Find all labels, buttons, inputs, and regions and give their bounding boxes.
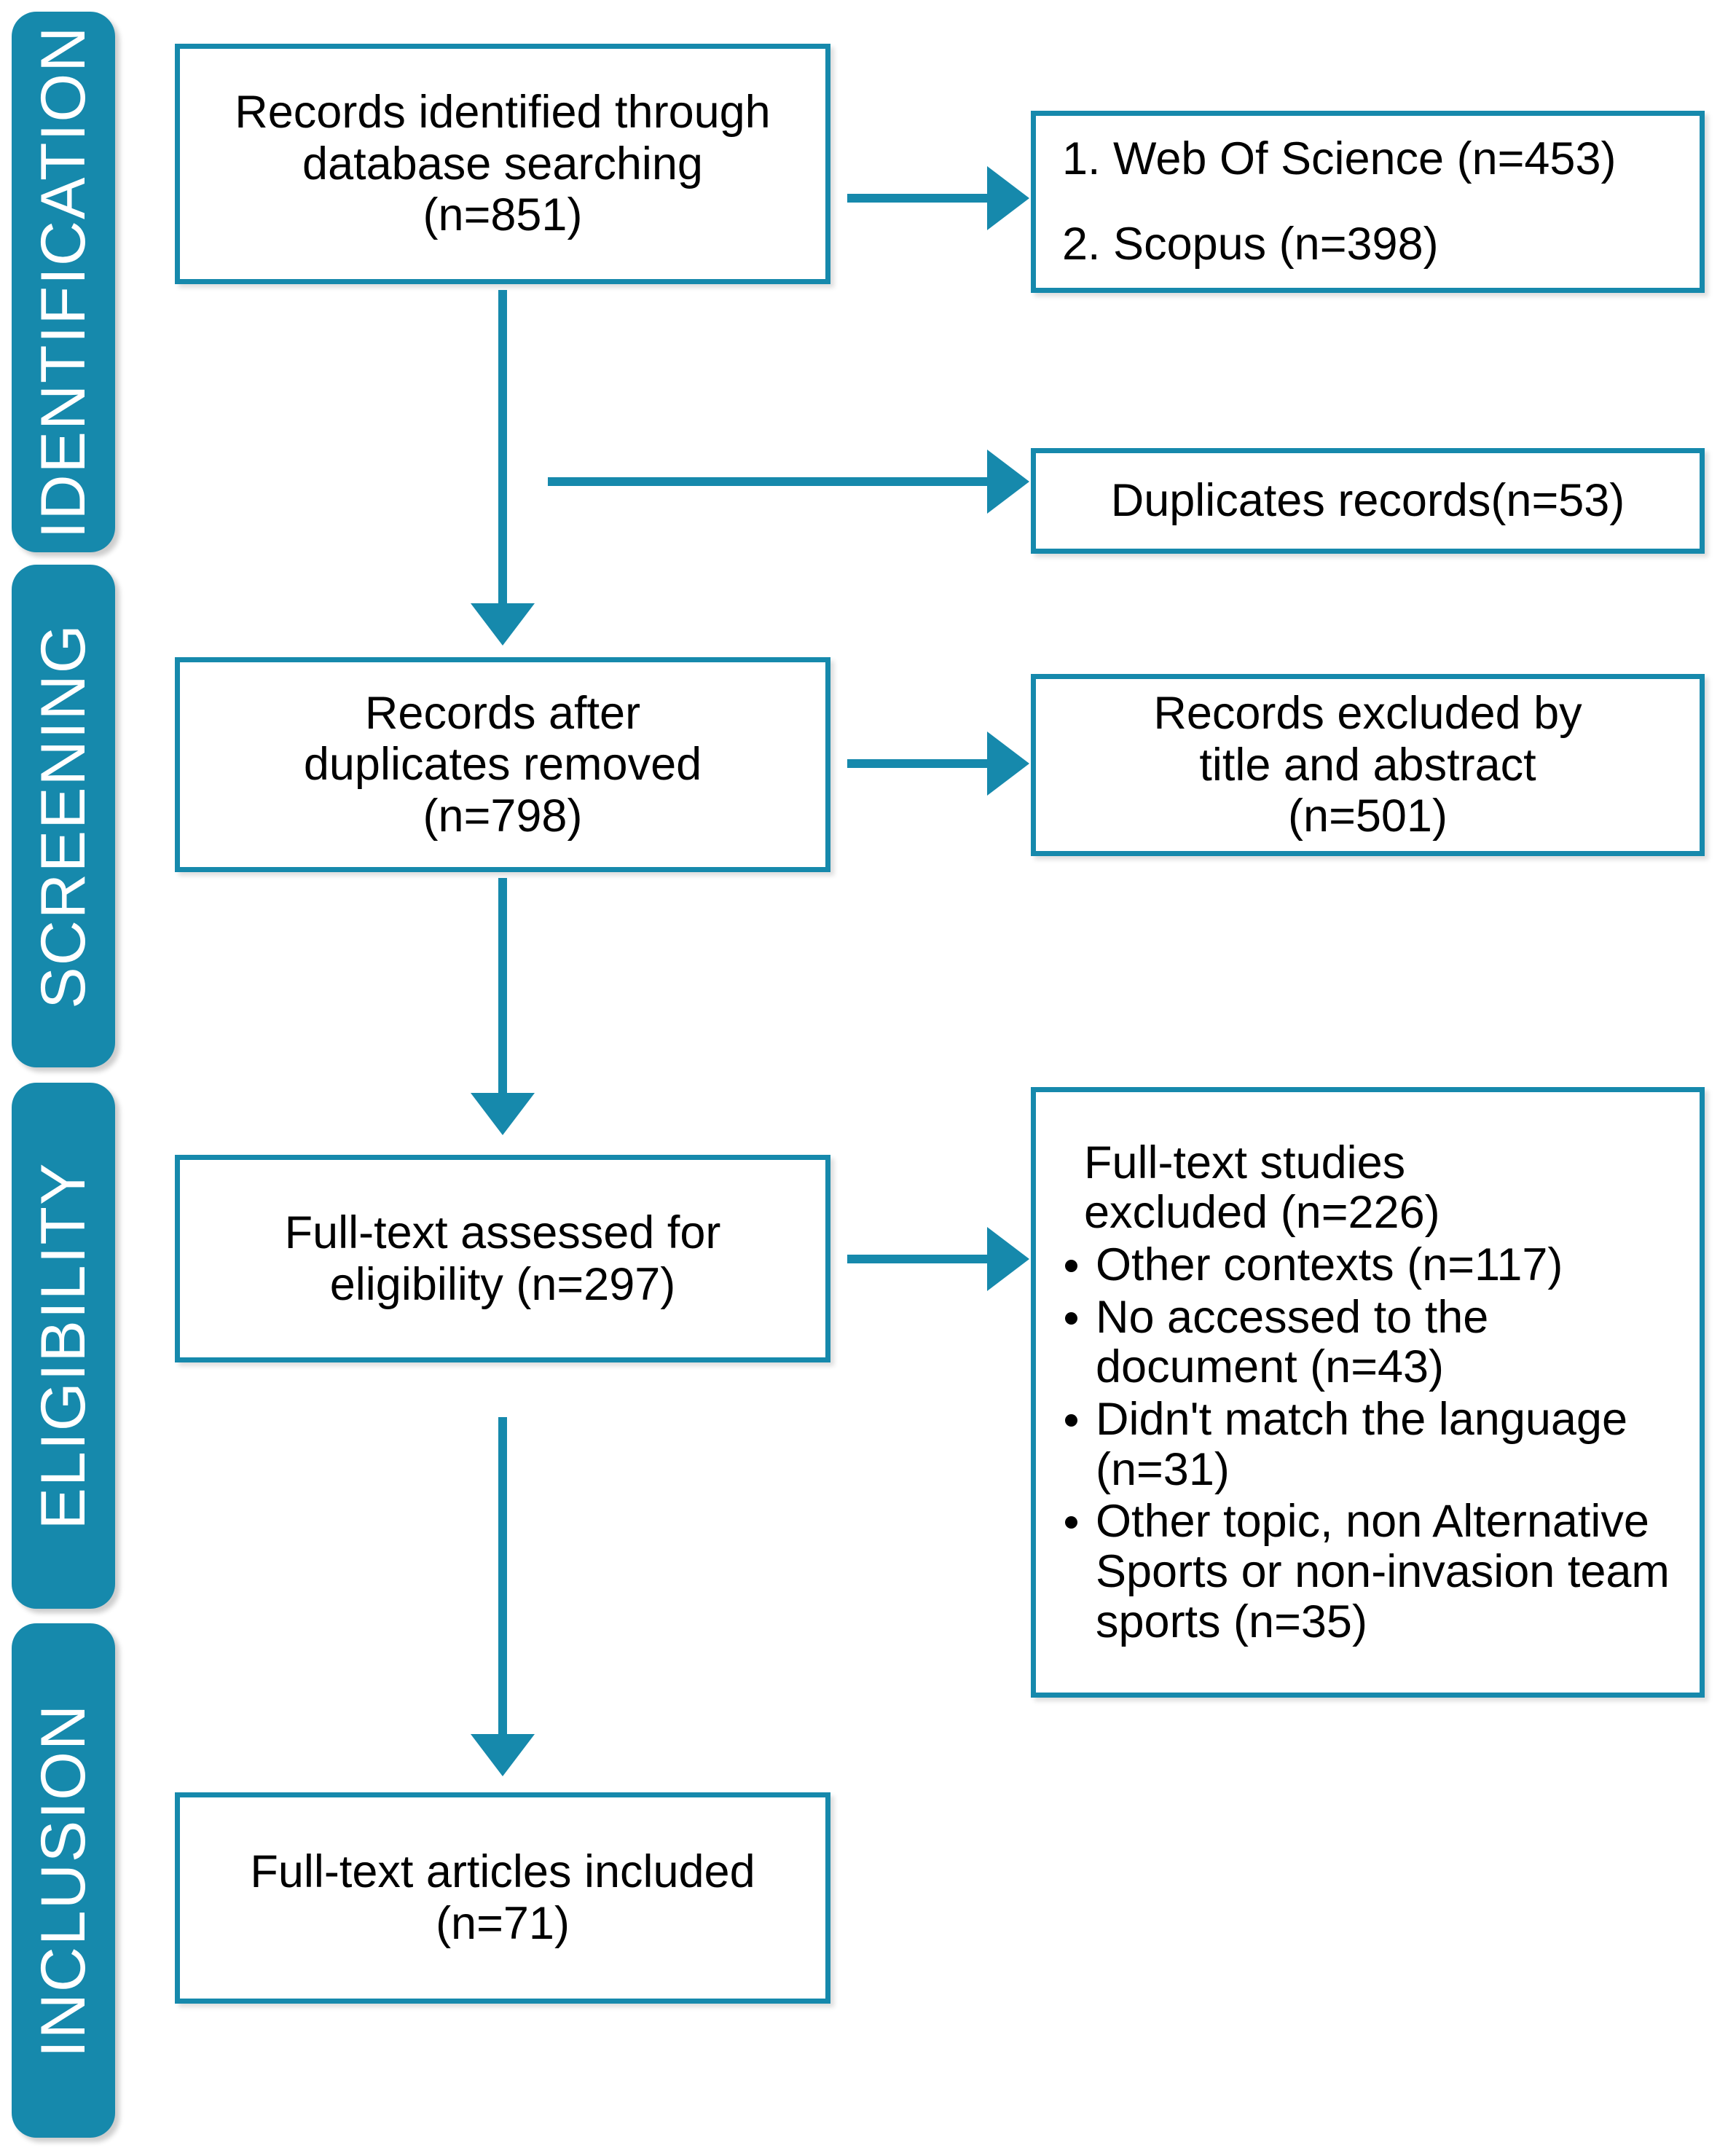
connector-identified-to-after-duplicates-line [498,290,507,607]
list-item-label: Didn't match the language (n=31) [1096,1394,1628,1495]
database-source-list: 1. Web Of Science (n=453) 2. Scopus (n=3… [1036,136,1700,267]
box-fulltext-articles-included-line2: (n=71) [436,1898,570,1949]
box-records-excluded-title-abstract-line3: (n=501) [1288,791,1448,842]
list-item-label: Other topic, non Alternative Sports or n… [1096,1496,1670,1647]
box-fulltext-assessed: Full-text assessed for eligibility (n=29… [175,1155,830,1362]
box-duplicate-records-text: Duplicates records(n=53) [1110,475,1625,527]
box-records-identified-line1: Records identified through [235,87,771,138]
bullet-dot-icon [1065,1516,1077,1529]
stage-tab-identification-label: IDENTIFICATION [28,25,98,539]
box-database-sources: 1. Web Of Science (n=453) 2. Scopus (n=3… [1031,111,1705,293]
arrow-down-icon-fulltext-to-included [471,1734,535,1776]
list-item: Other topic, non Alternative Sports or n… [1062,1497,1700,1647]
box-records-after-duplicates-line3: (n=798) [423,790,583,842]
box-fulltext-studies-excluded: Full-text studies excluded (n=226) Other… [1031,1087,1705,1698]
connector-fulltext-to-excluded-line [847,1255,993,1263]
arrow-right-icon-identified-to-duplicates [987,450,1029,514]
box-records-excluded-title-abstract-line2: title and abstract [1199,739,1536,791]
box-records-after-duplicates-line1: Records after [364,687,641,739]
stage-tab-eligibility: ELIGIBILITY [12,1083,115,1609]
arrow-down-icon-after-duplicates-to-fulltext [471,1093,535,1135]
connector-identified-to-duplicates-line [548,477,991,486]
box-records-identified: Records identified through database sear… [175,44,830,284]
box-records-identified-line2: database searching [302,138,703,189]
list-item: 1. Web Of Science (n=453) [1062,133,1617,184]
box-fulltext-articles-included: Full-text articles included (n=71) [175,1792,830,2004]
stage-tab-screening-label: SCREENING [28,623,98,1009]
box-fulltext-studies-excluded-heading-line1: Full-text studies [1084,1137,1406,1188]
box-records-excluded-title-abstract: Records excluded by title and abstract (… [1031,674,1705,856]
list-item-label: Other contexts (n=117) [1096,1239,1563,1291]
arrow-down-icon-identified-to-after-duplicates [471,603,535,646]
box-fulltext-articles-included-line1: Full-text articles included [250,1846,755,1898]
list-item: Didn't match the language (n=31) [1062,1395,1700,1494]
connector-identified-to-databases-line [847,194,993,203]
connector-after-duplicates-to-excluded-line [847,759,993,768]
list-item: 2. Scopus (n=398) [1062,219,1439,270]
box-duplicate-records: Duplicates records(n=53) [1031,448,1705,554]
arrow-right-icon-after-duplicates-to-excluded [987,732,1029,796]
list-item: No accessed to the document (n=43) [1062,1291,1700,1393]
connector-fulltext-to-included-line [498,1417,507,1738]
stage-tab-inclusion: INCLUSION [12,1623,115,2138]
box-records-after-duplicates-line2: duplicates removed [303,739,702,791]
bullet-dot-icon [1065,1260,1077,1273]
box-records-identified-line3: (n=851) [423,189,583,241]
arrow-right-icon-fulltext-to-excluded [987,1227,1029,1291]
bullet-dot-icon [1065,1414,1077,1427]
box-fulltext-studies-excluded-heading-line2: excluded (n=226) [1084,1187,1440,1239]
stage-tab-eligibility-label: ELIGIBILITY [28,1161,98,1530]
box-fulltext-assessed-line1: Full-text assessed for [284,1207,721,1258]
arrow-right-icon-identified-to-databases [987,166,1029,230]
stage-tab-screening: SCREENING [12,565,115,1067]
connector-after-duplicates-to-fulltext-line [498,878,507,1097]
stage-tab-identification: IDENTIFICATION [12,12,115,552]
list-item: Other contexts (n=117) [1062,1240,1700,1290]
box-fulltext-assessed-line2: eligibility (n=297) [329,1258,676,1310]
fulltext-exclusion-reason-list: Other contexts (n=117) No accessed to th… [1036,1238,1700,1647]
list-item-label: No accessed to the document (n=43) [1096,1291,1489,1393]
stage-tab-inclusion-label: INCLUSION [28,1703,98,2058]
box-records-excluded-title-abstract-line1: Records excluded by [1153,688,1582,740]
bullet-dot-icon [1065,1311,1077,1325]
box-records-after-duplicates: Records after duplicates removed (n=798) [175,657,830,872]
